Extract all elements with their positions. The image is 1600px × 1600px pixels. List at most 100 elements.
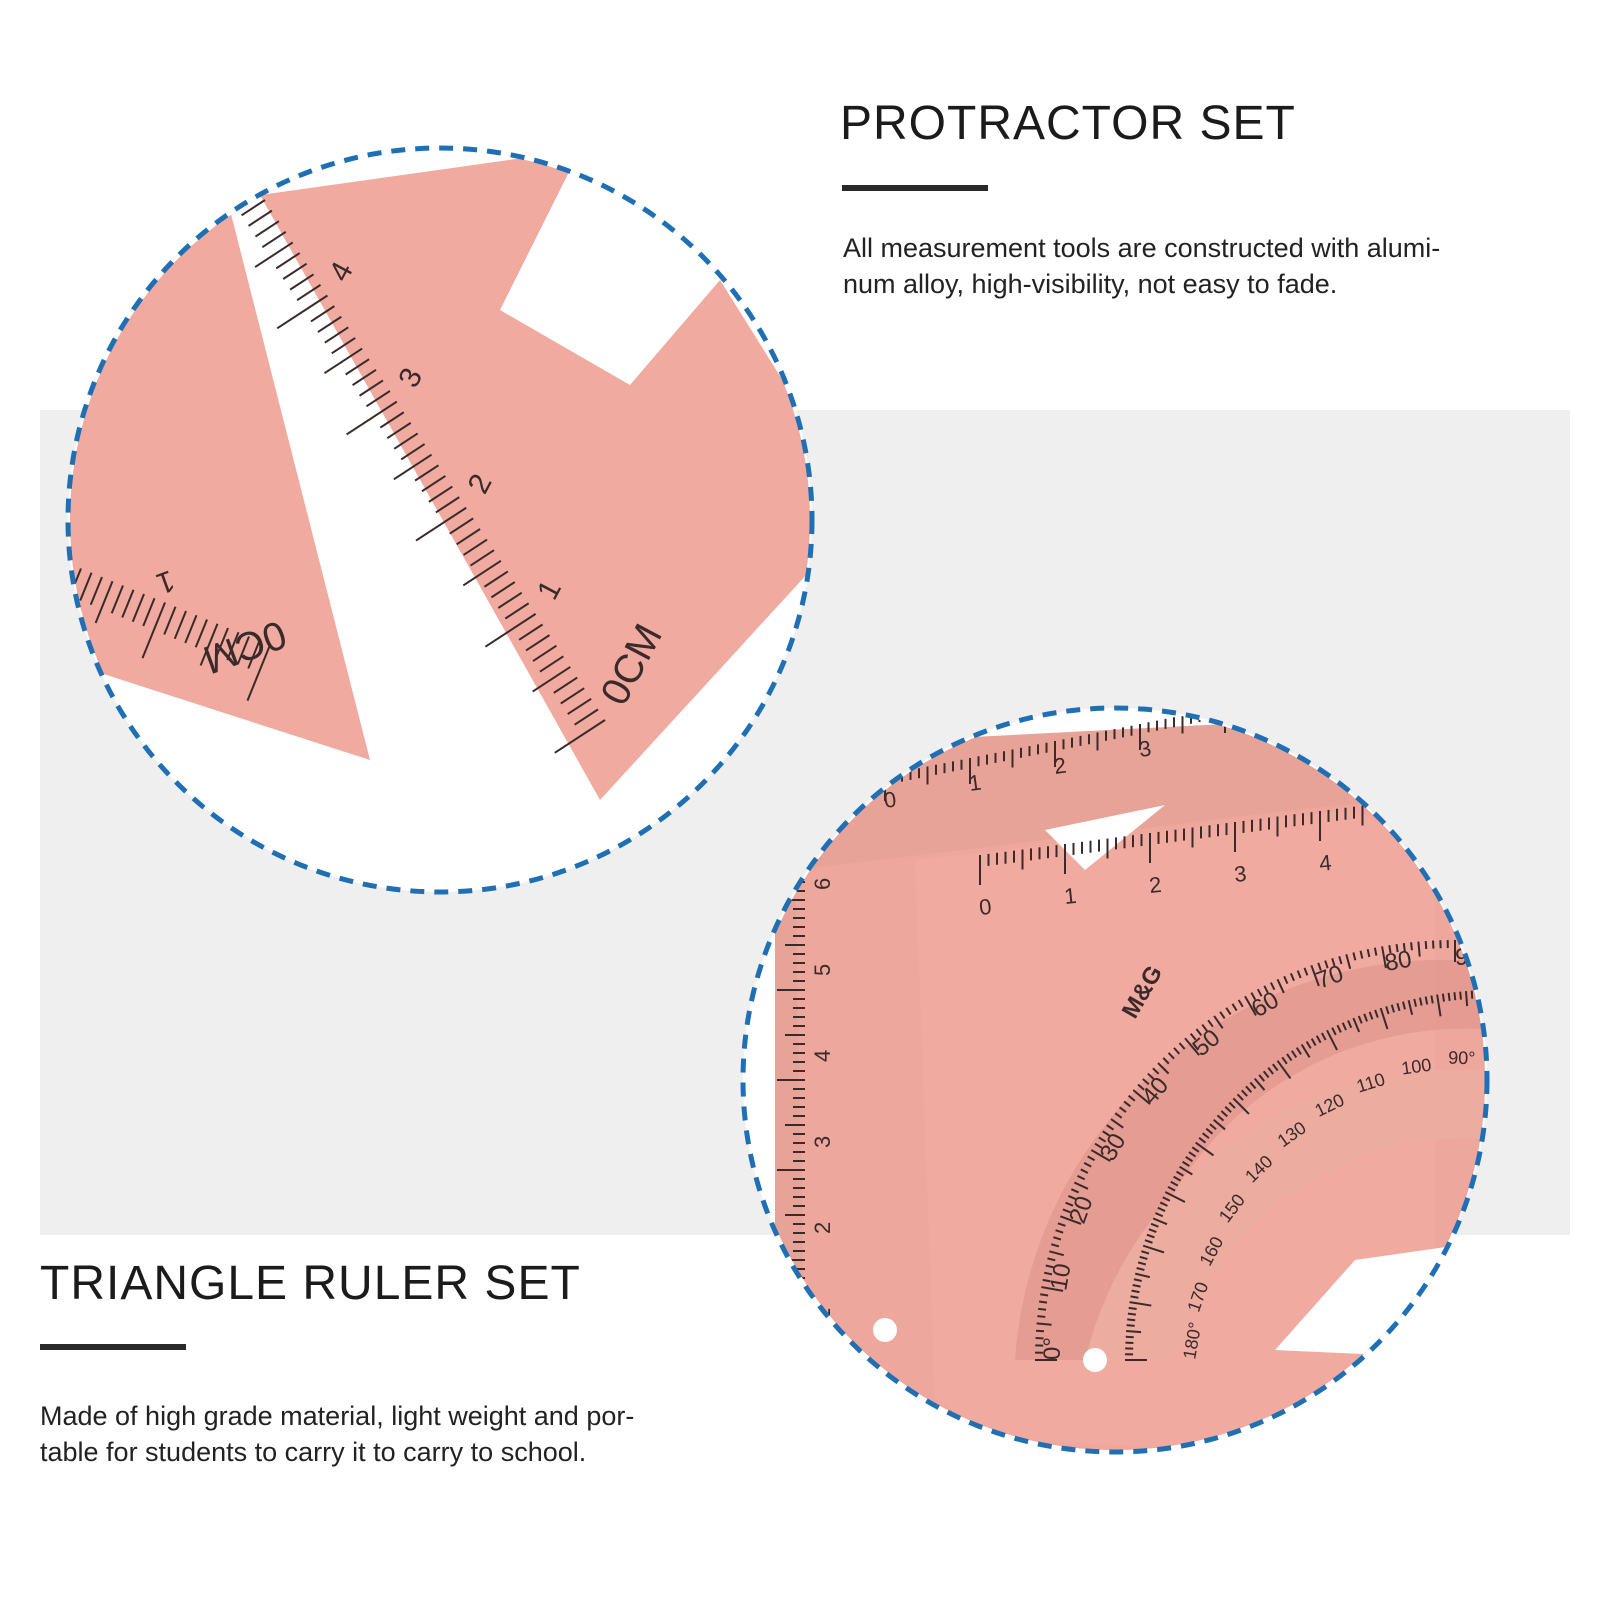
ruler-tick	[393, 453, 433, 481]
ruler-tick	[532, 644, 557, 662]
protractor-inner-tick	[1164, 1191, 1186, 1203]
set-ruler-label: 1	[967, 769, 983, 795]
protractor-description: All measurement tools are constructed wi…	[843, 233, 1441, 299]
set-ruler-label: 0	[882, 786, 898, 812]
ruler-tick	[415, 506, 467, 542]
protractor-outer-tick	[1417, 941, 1421, 957]
protractor-outer-tick	[1050, 1243, 1060, 1248]
protractor-inner-tick	[1159, 1201, 1168, 1207]
protractor-outer-tick	[1263, 985, 1269, 994]
protractor-outer-tick	[1070, 1188, 1080, 1194]
corner-tick	[110, 585, 124, 614]
ruler-tick	[331, 337, 356, 355]
protractor-inner-tick	[1205, 1127, 1214, 1135]
protractor-outer-tick	[1049, 1250, 1065, 1257]
protractor-outer-tick	[1059, 1215, 1082, 1225]
ruler-tick	[282, 262, 308, 280]
protractor-outer-tick	[1359, 950, 1364, 959]
corner-tick	[184, 614, 198, 644]
ruler-tick	[435, 496, 460, 514]
protractor-outer-tick	[1201, 1023, 1208, 1032]
protractor-outer-tick	[1127, 1094, 1136, 1102]
set-ruler-label: 3	[1137, 735, 1153, 761]
protractor-inner-tick	[1131, 1289, 1140, 1294]
corner-tick	[215, 627, 229, 657]
protractor-inner-tick	[1470, 990, 1474, 999]
triangle-title-underline	[40, 1344, 186, 1350]
protractor-inner-tick	[1336, 1024, 1342, 1033]
ruler-tick	[261, 230, 287, 248]
protractor-inner-tick	[1139, 1255, 1148, 1260]
protractor-outer-tick	[1237, 999, 1244, 1008]
ruler-tick	[247, 209, 273, 227]
ruler-tick	[525, 634, 551, 652]
ruler-tick	[554, 719, 606, 754]
protractor-inner-tick	[1202, 1132, 1210, 1139]
protractor-outer-tick	[1114, 1112, 1123, 1119]
protractor-outer-tick	[1147, 1072, 1155, 1080]
protractor-inner-tick	[1150, 1222, 1159, 1228]
protractor-inner-tick	[1331, 1027, 1337, 1036]
protractor-outer-tick	[1345, 954, 1352, 970]
protractor-inner-tick	[1182, 1160, 1190, 1167]
protractor-outer-tick	[1142, 1078, 1150, 1086]
protractor-inner-tick	[1220, 1110, 1228, 1118]
protractor-inner-tick	[1413, 998, 1418, 1007]
protractor-inner-tick	[1134, 1272, 1151, 1279]
protractor-outer-tick	[1157, 1062, 1170, 1075]
corner-tick	[121, 589, 135, 618]
protractor-outer-tick	[1256, 988, 1263, 997]
protractor-inner-tick	[1141, 1250, 1150, 1255]
ruler-tick	[254, 220, 280, 238]
protractor-title-underline	[842, 185, 988, 191]
protractor-outer-tick	[1037, 1315, 1046, 1318]
protractor-outer-tick	[1324, 960, 1329, 969]
protractor-outer-tick	[1043, 1271, 1053, 1276]
corner-tick	[246, 644, 271, 701]
protractor-inner-tick	[1232, 1097, 1250, 1115]
protractor-outer-tick	[1055, 1229, 1064, 1234]
protractor-inner-tick	[1385, 1006, 1390, 1015]
protractor-outer-tick	[1090, 1149, 1111, 1162]
protractor-outer-tick	[1035, 1329, 1045, 1333]
protractor-inner-tick	[1216, 1114, 1225, 1122]
ruler-tick	[275, 252, 301, 270]
protractor-outer-tick	[1065, 1201, 1074, 1207]
protractor-inner-tick	[1402, 1001, 1406, 1010]
ruler-tick	[393, 432, 419, 450]
protractor-outer-tick	[1331, 958, 1336, 967]
corner-tick	[79, 572, 93, 601]
protractor-inner-tick	[1148, 1228, 1157, 1233]
ruler-tick	[365, 390, 391, 408]
protractor-outer-tick	[1207, 1019, 1214, 1028]
set-square-label: 2	[1148, 872, 1163, 898]
corner-tick	[141, 602, 166, 659]
corner-tick-marks	[70, 563, 271, 701]
protractor-inner-tick	[1310, 1038, 1317, 1047]
protractor-inner-tick	[1300, 1044, 1311, 1058]
protractor-inner-tick	[1430, 995, 1434, 1004]
protractor-inner-tick	[1130, 1295, 1139, 1299]
ruler-tick	[358, 379, 384, 397]
protractor-outer-tick	[1073, 1181, 1089, 1190]
ruler-tick	[379, 411, 405, 429]
protractor-outer-tick	[1102, 1130, 1111, 1137]
protractor-outer-tick	[1189, 1032, 1197, 1041]
protractor-outer-tick	[1213, 1015, 1224, 1029]
protractor-inner-tick	[1185, 1156, 1193, 1163]
protractor-inner-tick	[1286, 1053, 1293, 1062]
protractor-inner-label: 80	[1494, 1044, 1495, 1067]
protractor-inner-tick	[1379, 1007, 1389, 1030]
protractor-inner-tick	[1276, 1060, 1292, 1080]
protractor-outer-tick	[1352, 952, 1357, 961]
protractor-outer-tick	[1366, 948, 1371, 958]
protractor-outer-tick	[1106, 1124, 1114, 1131]
protractor-inner-tick	[1357, 1015, 1363, 1024]
corner-tick	[199, 623, 219, 666]
ruler-tick	[428, 485, 453, 503]
protractor-outer-tick	[1041, 1286, 1064, 1292]
protractor-outer-tick	[1269, 982, 1276, 991]
ruler-tick	[310, 305, 335, 323]
ruler-tick	[345, 358, 370, 376]
protractor-outer-tick	[1388, 945, 1392, 954]
